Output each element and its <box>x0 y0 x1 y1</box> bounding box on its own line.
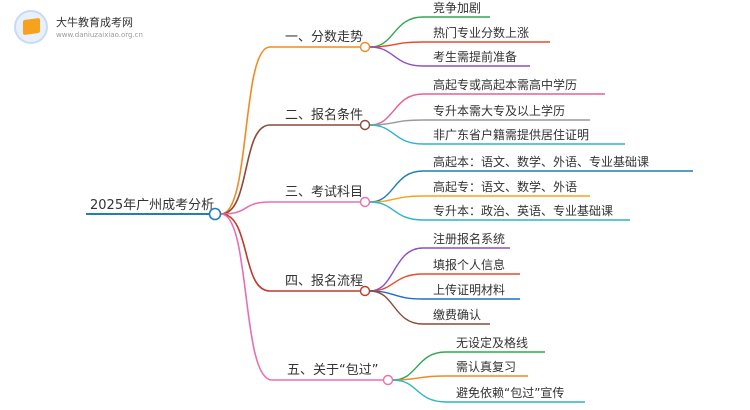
leaf-connector <box>392 375 528 381</box>
branch-connector <box>220 213 383 381</box>
watermark-url: www.daniuzaixiao.org.cn <box>56 31 143 39</box>
branch-connector <box>220 213 360 292</box>
leaf-connector <box>369 119 590 126</box>
leaf-label: 高起专：语文、数学、外语 <box>433 179 577 194</box>
branch-label: 一、分数走势 <box>285 29 363 45</box>
leaf-connector <box>392 379 585 403</box>
leaf-label: 高起本：语文、数学、外语、专业基础课 <box>433 154 649 169</box>
leaf-connector <box>369 170 693 203</box>
branch-label: 三、考试科目 <box>285 185 363 200</box>
leaf-label: 竞争加剧 <box>433 1 481 15</box>
leaf-label: 非广东省户籍需提供居住证明 <box>433 127 589 142</box>
leaf-connector <box>369 46 530 67</box>
leaf-label: 无设定及格线 <box>456 335 528 350</box>
leaf-label: 填报个人信息 <box>433 257 505 272</box>
branch-label: 二、报名条件 <box>285 107 363 123</box>
book-badge-icon <box>14 10 48 44</box>
root-node-circle <box>208 207 222 221</box>
branch-label: 四、报名流程 <box>285 273 363 289</box>
branch-node-circle <box>359 196 371 208</box>
watermark-logo: 大牛教育成考网 www.daniuzaixiao.org.cn <box>4 2 154 46</box>
watermark-title: 大牛教育成考网 <box>56 16 133 29</box>
leaf-label: 高起专或高起本需高中学历 <box>433 77 577 92</box>
leaf-connector <box>369 273 520 292</box>
root-label: 2025年广州成考分析 <box>90 198 214 213</box>
branch-node-circle <box>382 374 394 386</box>
branch-connector <box>220 124 360 215</box>
leaf-label: 考生需提前准备 <box>433 49 517 64</box>
leaf-label: 专升本需大专及以上学历 <box>433 103 565 118</box>
leaf-label: 上传证明材料 <box>433 282 505 297</box>
leaf-label: 注册报名系统 <box>433 231 505 246</box>
leaf-connector <box>369 195 590 203</box>
leaf-label: 专升本：政治、英语、专业基础课 <box>433 203 613 218</box>
branch-connector <box>220 201 360 215</box>
leaf-label: 热门专业分数上涨 <box>433 25 529 40</box>
branch-node-circle <box>359 285 371 297</box>
branch-node-circle <box>359 41 371 53</box>
leaf-label: 缴费确认 <box>433 307 481 322</box>
leaf-connector <box>369 93 605 126</box>
leaf-label: 避免依赖“包过”宣传 <box>456 385 564 400</box>
leaf-connector <box>369 290 490 325</box>
leaf-connector <box>369 41 550 48</box>
leaf-connector <box>369 124 625 145</box>
branch-label: 五、关于“包过” <box>287 363 378 378</box>
leaf-connector <box>369 201 630 221</box>
leaf-connector <box>369 247 510 292</box>
leaf-connector <box>369 16 490 48</box>
branch-node-circle <box>359 119 371 131</box>
leaf-connector <box>392 351 545 381</box>
leaf-label: 需认真复习 <box>456 360 516 374</box>
branch-connector <box>220 46 360 215</box>
